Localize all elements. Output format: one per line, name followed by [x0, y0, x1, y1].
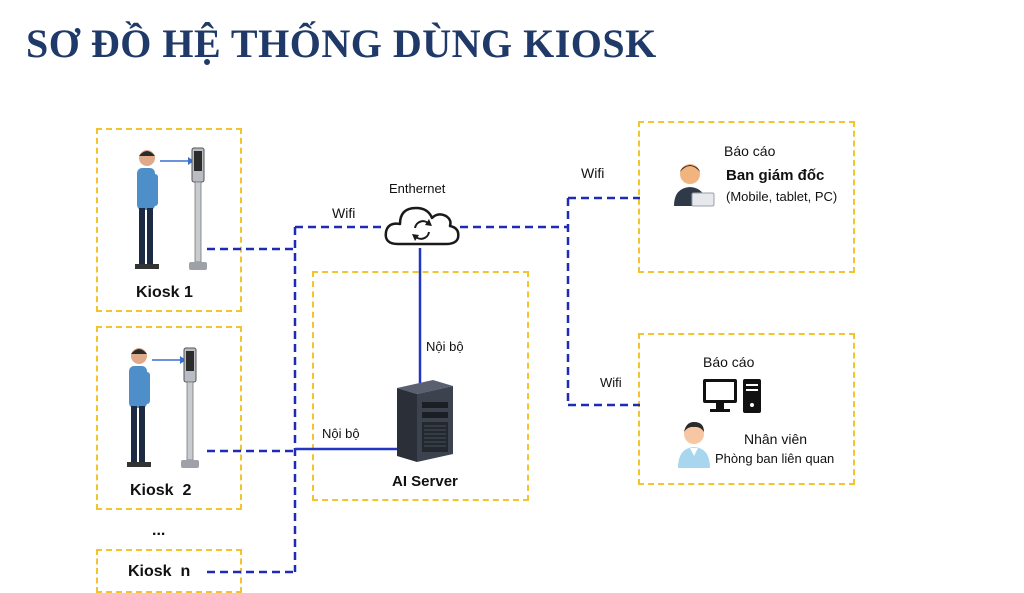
page-title: SƠ ĐỒ HỆ THỐNG DÙNG KIOSK	[26, 21, 657, 66]
management-devices: (Mobile, tablet, PC)	[726, 189, 838, 204]
staff-avatar-icon	[678, 422, 710, 468]
wifi-label-right-top: Wifi	[581, 165, 605, 181]
kiosk-n-label: Kiosk n	[128, 563, 191, 580]
kiosk-1-label: Kiosk 1	[136, 284, 193, 301]
staff-report-label: Báo cáo	[703, 354, 755, 370]
management-report-label: Báo cáo	[724, 143, 776, 159]
internal-label-vertical: Nội bộ	[426, 339, 464, 354]
kiosk-ellipsis: ...	[152, 522, 166, 539]
staff-department: Phòng ban liên quan	[715, 451, 835, 466]
server-icon	[397, 380, 453, 462]
wifi-label-right-bottom: Wifi	[600, 375, 622, 390]
manager-avatar-icon	[674, 164, 715, 207]
kiosk-2-label: Kiosk 2	[130, 482, 192, 499]
staff-title: Nhân viên	[744, 431, 808, 447]
kiosk-2-box	[96, 326, 242, 510]
server-label: AI Server	[392, 473, 458, 490]
internal-label-horizontal: Nội bộ	[322, 426, 360, 441]
cloud-icon	[384, 206, 460, 246]
staff-box	[638, 333, 855, 485]
wifi-label-left: Wifi	[332, 205, 356, 221]
kiosk-1-box	[96, 128, 242, 312]
management-title: Ban giám đốc	[726, 167, 825, 184]
kiosk-2-terminal-icon	[181, 347, 199, 468]
kiosk-1-person-icon	[135, 150, 159, 269]
kiosk-2-person-icon	[127, 348, 151, 467]
computer-icon	[703, 379, 761, 413]
kiosk-1-arrow-icon	[160, 157, 194, 165]
kiosk-1-terminal-icon	[189, 147, 207, 270]
internet-label: Enthernet	[389, 181, 446, 196]
kiosk-2-arrow-icon	[152, 356, 186, 364]
